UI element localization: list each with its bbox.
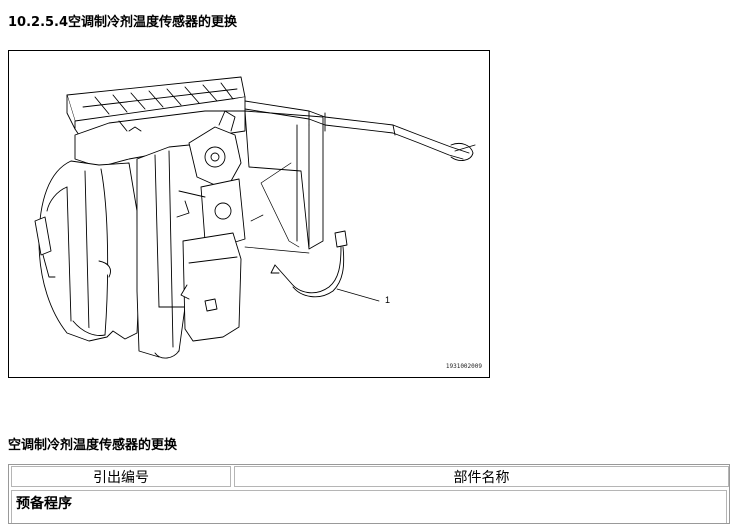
blower-housing — [34, 160, 140, 342]
evaporator-case — [244, 110, 324, 250]
hvac-unit-illustration — [34, 76, 476, 359]
preparation-row: 预备程序 — [11, 490, 727, 523]
parts-table: 引出编号 部件名称 预备程序 — [8, 464, 730, 524]
header-callout-number: 引出编号 — [11, 466, 231, 487]
header-part-name: 部件名称 — [234, 466, 729, 487]
figure-id: 1931002009 — [445, 363, 482, 370]
actuator-cluster — [176, 110, 246, 248]
callout-1: 1 — [385, 295, 391, 305]
temperature-sensor — [270, 230, 348, 298]
procedure-subtitle: 空调制冷剂温度传感器的更换 — [8, 438, 178, 453]
section-title: 10.2.5.4空调制冷剂温度传感器的更换 — [8, 15, 238, 30]
table-header-row: 引出编号 部件名称 — [10, 466, 729, 488]
preparation-label: 预备程序 — [16, 496, 72, 512]
leader-lines — [244, 162, 380, 302]
lower-control-box — [180, 232, 242, 342]
hvac-figure: 1 1931002009 — [8, 50, 490, 378]
refrigerant-pipe — [244, 100, 476, 161]
